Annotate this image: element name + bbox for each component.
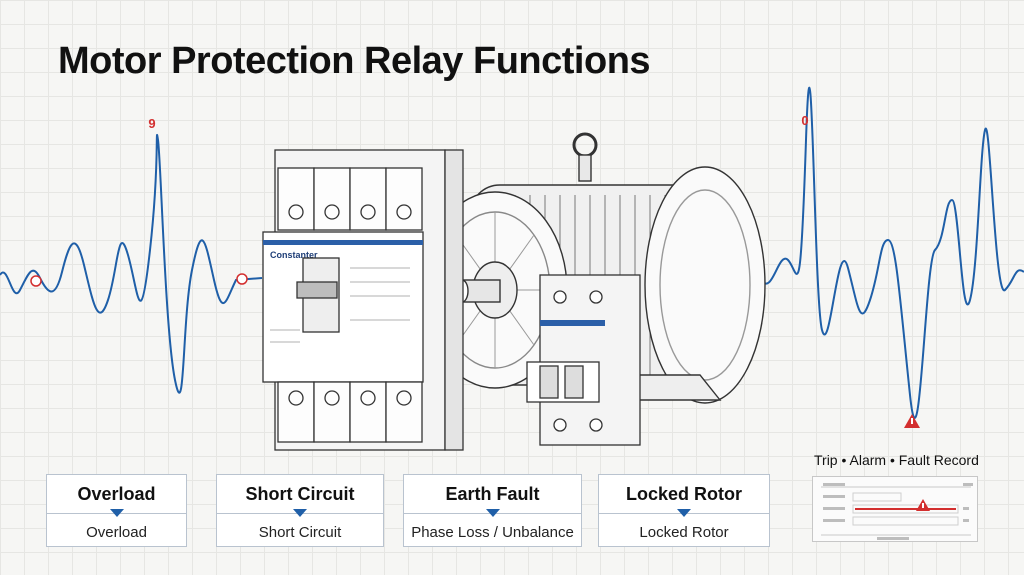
breaker-brand-label: Constanter (270, 250, 318, 260)
card-subtitle: Short Circuit (258, 524, 342, 541)
page-title: Motor Protection Relay Functions (58, 40, 651, 82)
chevron-down-icon (109, 509, 124, 517)
fault-record-panel (812, 476, 978, 542)
chevron-down-icon (677, 509, 691, 517)
fault-record-drawing (821, 483, 973, 540)
marker-mid-icon (236, 273, 248, 285)
record-warning-icon (916, 499, 930, 511)
card-subtitle: Phase Loss / Unbalance (411, 524, 574, 541)
chevron-down-icon (485, 509, 500, 517)
card-short-circuit[interactable]: Short Circuit Short Circuit (216, 474, 384, 547)
marker-left-icon (30, 275, 42, 287)
circuit-breaker-large: Constanter (262, 149, 464, 451)
chevron-down-icon (293, 509, 307, 517)
card-locked-rotor[interactable]: Locked Rotor Locked Rotor (598, 474, 770, 547)
peak-label-right: 0 (801, 113, 808, 128)
peak-label-left: 9 (148, 116, 155, 131)
warning-triangle-icon (904, 414, 920, 428)
record-panel-title: Trip • Alarm • Fault Record (814, 452, 979, 468)
circuit-breaker-small (526, 274, 641, 446)
waveform-right (759, 86, 1024, 419)
card-subtitle: Overload (86, 524, 147, 541)
card-earth-fault[interactable]: Earth Fault Phase Loss / Unbalance (403, 474, 582, 547)
card-overload[interactable]: Overload Overload (46, 474, 187, 547)
card-subtitle: Locked Rotor (639, 524, 729, 541)
waveform-left (0, 133, 263, 394)
